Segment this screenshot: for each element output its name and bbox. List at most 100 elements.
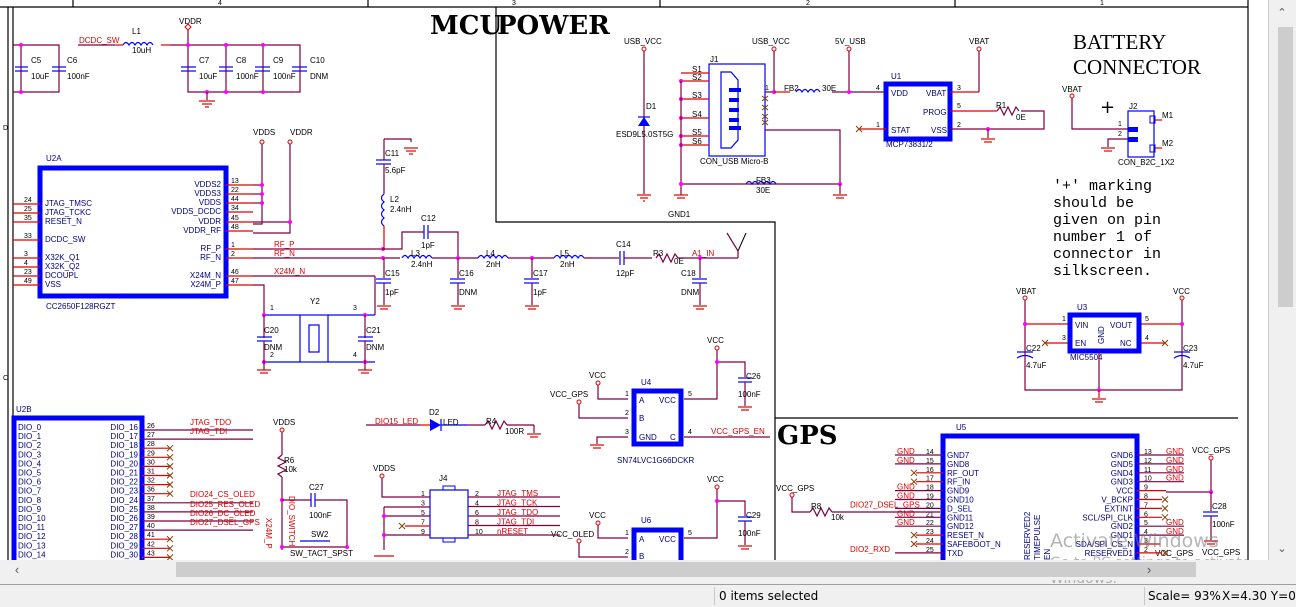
svg-text:DNM: DNM <box>681 288 700 297</box>
svg-text:GND: GND <box>639 433 657 442</box>
c23-value: 4.7uF <box>1183 361 1204 370</box>
pin-number: 42 <box>147 541 155 548</box>
scroll-up-icon[interactable]: ⌃ <box>1277 7 1287 19</box>
no-connect-icon <box>910 540 918 548</box>
no-connect-icon <box>166 490 174 498</box>
usb-connector-j1 <box>708 63 766 157</box>
usb-section[interactable]: USB_VCC D1 ESD9L5.0ST5G J1 CON_USB Micro… <box>616 37 884 219</box>
pin-name: GND12 <box>947 522 974 531</box>
pin-number: 45 <box>231 215 239 222</box>
vertical-scroll-thumb[interactable] <box>1278 27 1293 307</box>
rf-matching-network[interactable]: RF_P RF_N C11 5.6pF L2 2.4nH C12 1pF L3 … <box>253 138 747 310</box>
svg-text:C: C <box>670 433 676 442</box>
pin-name: RESET_N <box>947 531 984 540</box>
led-circuit[interactable]: DIO15_LED D2 LED R4 100R <box>366 408 541 438</box>
pin-number: 24 <box>24 197 32 204</box>
button-sw2[interactable]: VDDS R6 10k DIO_SWITCH C27 100nF SW2 SW_… <box>273 418 353 558</box>
pin-number: 2 <box>1144 547 1148 554</box>
schematic-canvas[interactable]: 4 3 2 1 D C MCU POWER BATTERY CONNECTOR … <box>0 0 1268 560</box>
pin-name: JTAG_TMSC <box>45 199 92 208</box>
c28-value: 100nF <box>1212 520 1235 529</box>
led-icon <box>430 419 441 431</box>
pin-name: DIO_5 <box>18 469 42 478</box>
svg-text:DNM: DNM <box>459 288 478 297</box>
u5-gps-module[interactable]: U5 GND714GNDGND815GNDRF_OUT16RF_IN17GND9… <box>776 423 1240 560</box>
c21-value: DNM <box>366 343 385 352</box>
svg-text:C15: C15 <box>385 269 400 278</box>
j4-ref: J4 <box>439 474 448 483</box>
pin-number: 38 <box>147 505 155 512</box>
d2-ref: D2 <box>429 408 440 417</box>
svg-text:VCC: VCC <box>659 396 676 405</box>
j1-ref: J1 <box>710 55 719 64</box>
c22-ref: C22 <box>1026 344 1041 353</box>
no-connect-markers <box>761 95 769 126</box>
r4-value: 100R <box>505 427 524 436</box>
net-label: GND <box>897 483 915 492</box>
pin-name: DCDC_SW <box>45 235 86 244</box>
y2-ref: Y2 <box>310 297 320 306</box>
scroll-down-icon[interactable]: ⌄ <box>1277 543 1287 555</box>
no-connect-icon <box>166 472 174 479</box>
u4-analog-switch[interactable]: VCC VCC_GPS A VCC B GND C U4 SN74LVC1G66… <box>550 336 770 465</box>
pin-name: DIO_7 <box>18 487 42 496</box>
l2-value: 2.4nH <box>390 205 412 214</box>
pin-number: 19 <box>926 494 934 501</box>
pin-number: 14 <box>926 449 934 456</box>
c10-value: DNM <box>310 72 329 81</box>
crystal-y2[interactable]: X24M_N X24M_P Y2 12 34 C20 DNM C21 DNM <box>253 267 385 549</box>
j1-value: CON_USB Micro-B <box>700 157 768 166</box>
net-jtag-tdo: JTAG_TDO <box>190 418 231 427</box>
pin-number: 48 <box>231 224 239 231</box>
pin-name: S5 <box>692 128 702 137</box>
c12-ref: C12 <box>421 214 436 223</box>
no-connect-icon <box>166 481 174 488</box>
c27-ref: C27 <box>309 483 324 492</box>
no-connect-icon <box>166 444 174 452</box>
net-label: GND <box>897 456 915 465</box>
u2b-chip[interactable]: U2B DIO_0DIO_1DIO_2DIO_3DIO_4DIO_5DIO_6D… <box>11 405 260 560</box>
svg-text:A: A <box>639 535 645 544</box>
pin-name: D_SEL <box>947 504 973 513</box>
pin-number: 1 <box>421 491 425 498</box>
pin-name: DIO_17 <box>110 432 138 441</box>
battery-connector-j2[interactable]: VBAT + J2 CON_B2C_1X2 M1 M2 12 <box>1062 85 1175 167</box>
pin-number: 9 <box>1144 485 1148 492</box>
c6-ref: C6 <box>67 56 78 65</box>
c5-value: 10uF <box>31 72 49 81</box>
u2a-part: CC2650F128RGZT <box>46 302 115 311</box>
pin-number: 36 <box>147 487 155 494</box>
pin-name: DIO_27 <box>110 523 138 532</box>
vertical-scrollbar[interactable]: ⌃ ⌄ <box>1268 0 1296 560</box>
schematic-sheet[interactable]: 4 3 2 1 D C MCU POWER BATTERY CONNECTOR … <box>0 0 1268 560</box>
c6-value: 100nF <box>67 72 90 81</box>
scroll-left-icon[interactable]: ‹ <box>14 562 20 577</box>
pin-name: RESERVED1 <box>1085 549 1134 558</box>
svg-text:B: B <box>639 414 644 423</box>
shunt-caps: C15 1pF C16 DNM C17 1pF C18 DNM <box>376 258 707 310</box>
pin-name: X32K_Q2 <box>45 262 80 271</box>
u6-analog-switch[interactable]: VCC VCC_OLED A VCC B U6 125 VCC C29 100n… <box>551 475 761 560</box>
scroll-right-icon[interactable]: › <box>1146 562 1152 577</box>
svg-text:VOUT: VOUT <box>1110 321 1132 330</box>
u3-ldo[interactable]: VBAT VCC VIN VOUT EN NC GND U3 MIC5504 1… <box>1016 287 1204 403</box>
svg-text:C26: C26 <box>746 372 761 381</box>
svg-text:VDD: VDD <box>891 89 908 98</box>
net-vddr: VDDR <box>290 128 313 137</box>
pin-name: S3 <box>692 91 702 100</box>
pin-name: RF_IN <box>947 478 970 487</box>
svg-text:2: 2 <box>957 122 961 129</box>
pin-name: DIO_12 <box>18 532 46 541</box>
c20-ref: C20 <box>264 326 279 335</box>
pin-name: DIO_26 <box>110 514 138 523</box>
pin-name: DIO_1 <box>18 432 42 441</box>
dcdc-filter-group[interactable]: C5 10uF C6 100nF DCDC_SW L1 10uH VDDR C7… <box>13 17 329 108</box>
horizontal-scrollbar[interactable]: ‹ › <box>0 560 1268 580</box>
svg-text:STAT: STAT <box>891 126 910 135</box>
svg-text:C18: C18 <box>681 269 696 278</box>
c8-ref: C8 <box>236 56 247 65</box>
horizontal-scroll-thumb[interactable] <box>176 562 1196 577</box>
